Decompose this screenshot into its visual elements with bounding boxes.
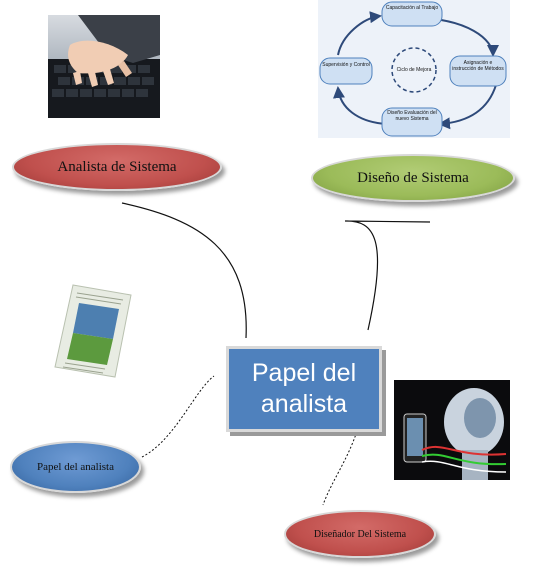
cycle-diagram-art — [319, 1, 507, 137]
cycle-step-4: Supervisión y Control — [322, 62, 370, 68]
keyboard-photo-art — [48, 15, 160, 118]
central-topic-box: Papel del analista — [226, 346, 382, 432]
document-image — [53, 283, 133, 379]
cycle-step-2: Asignación e instrucción de Métodos — [452, 60, 504, 72]
connector-analista-sistema — [121, 202, 247, 339]
robot-phone-image — [394, 380, 510, 480]
connector-papel-analista — [141, 375, 215, 458]
keyboard-photo — [48, 15, 160, 118]
cycle-diagram-image: Capacitación al Trabajo Asignación e ins… — [318, 0, 510, 138]
cycle-step-3: Diseño Evaluación del nuevo Sistema — [387, 110, 437, 122]
document-image-art — [54, 284, 132, 378]
connector-disenador — [322, 427, 359, 506]
central-topic-line1: Papel del — [251, 358, 357, 387]
node-disenador-sistema: Diseñador Del Sistema — [284, 510, 436, 558]
connector-diseno-sistema — [344, 220, 431, 331]
cycle-step-1: Capacitación al Trabajo — [385, 5, 439, 11]
node-papel-analista: Papel del analista — [10, 441, 141, 493]
robot-phone-art — [394, 380, 510, 480]
node-analista-sistema: Analista de Sistema — [12, 143, 222, 191]
cycle-center-label: Ciclo de Mejora — [396, 67, 432, 73]
central-topic-line2: analista — [260, 390, 348, 418]
node-diseno-sistema: Diseño de Sistema — [311, 154, 515, 202]
